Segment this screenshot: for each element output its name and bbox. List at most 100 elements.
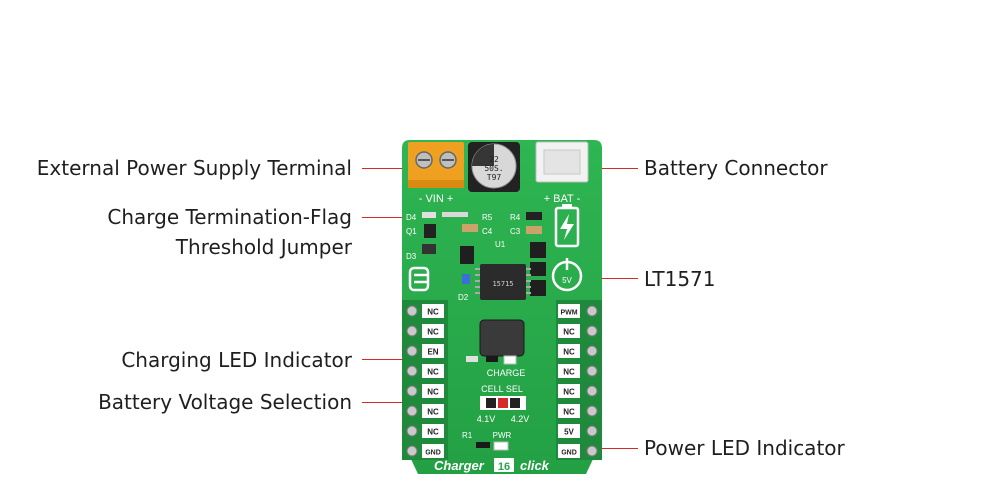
callout-charge-termination-line1: Charge Termination-Flag	[107, 205, 352, 229]
cell-sel-label: CELL SEL	[481, 384, 523, 394]
brand-click: click	[520, 458, 550, 473]
left-pins-pin	[406, 445, 418, 457]
right-pins-label: NC	[563, 388, 575, 397]
left-pins-label: GND	[425, 450, 441, 457]
left-pins-pin	[406, 405, 418, 417]
vin-label: - VIN +	[419, 193, 454, 205]
power-5v-icon	[551, 258, 583, 292]
q1-label: Q1	[406, 227, 417, 236]
r4-resistor	[526, 212, 542, 220]
right-pins-label: NC	[563, 328, 575, 337]
c4-label: C4	[482, 227, 493, 236]
right-pins-label: 5V	[564, 428, 574, 437]
component-right-2	[530, 262, 546, 276]
right-pins-label: GND	[561, 450, 577, 457]
right-pins-label-box	[558, 344, 580, 358]
left-pins-label: NC	[427, 368, 439, 377]
left-pins-label: NC	[427, 388, 439, 397]
pcb-substrate	[402, 140, 602, 474]
right-pins-label-box	[558, 384, 580, 398]
bat-label: + BAT -	[544, 193, 581, 205]
r1-resistor	[476, 442, 490, 448]
callout-lt1571: LT1571	[644, 267, 716, 291]
pwr-label: PWR	[493, 431, 512, 440]
vin-terminal-block	[408, 142, 464, 188]
d2-diode	[462, 274, 470, 284]
left-pins-label-box	[422, 444, 444, 458]
mikroe-logo-icon	[408, 266, 430, 292]
lt1571-chip	[475, 264, 531, 300]
c4-capacitor	[462, 224, 478, 232]
left-pins-pin	[406, 345, 418, 357]
c3-capacitor	[526, 226, 542, 234]
cell-sel-41v: 4.1V	[477, 414, 496, 424]
cap-text-line3: T97	[487, 173, 502, 182]
right-pins-label-box	[558, 424, 580, 438]
right-pins-pin	[586, 305, 598, 317]
main-inductor	[479, 319, 525, 357]
left-pins-label: EN	[427, 348, 438, 357]
left-pins-label: NC	[427, 428, 439, 437]
cell-sel-jumper	[480, 396, 526, 410]
cap-text-line1: 22	[489, 155, 499, 164]
cell-sel-42v: 4.2V	[511, 414, 530, 424]
battery-charging-icon	[554, 204, 580, 248]
right-pins-label-box	[558, 304, 580, 318]
right-pins-label-box	[558, 444, 580, 458]
left-pins-label: NC	[427, 308, 439, 317]
charge-term-jumper	[442, 212, 468, 217]
d4-led	[422, 212, 436, 218]
electrolytic-capacitor	[468, 142, 520, 192]
right-pins-pin	[586, 325, 598, 337]
right-pins-label-box	[558, 324, 580, 338]
c3-label: C3	[510, 227, 521, 236]
q1-transistor	[424, 224, 436, 238]
callout-charging-led-indicator: Charging LED Indicator	[121, 348, 352, 372]
right-pins-pin	[586, 405, 598, 417]
left-pins-label-box	[422, 384, 444, 398]
left-pins-label-box	[422, 404, 444, 418]
right-pins-label: NC	[563, 368, 575, 377]
d4-label: D4	[406, 213, 417, 222]
right-pins-label: PWM	[560, 310, 577, 317]
battery-connector	[535, 141, 589, 183]
left-pins-pin	[406, 425, 418, 437]
right-pins-pin	[586, 385, 598, 397]
charger-16-click-board: - VIN + 22 50S. T97 + BAT - D4 Q1 D3 R5 …	[402, 140, 602, 474]
power-5v-icon-label: 5V	[562, 276, 572, 285]
brand-number: 16	[498, 461, 510, 473]
chip-marking: 15715	[492, 280, 513, 288]
left-pins-pin	[406, 385, 418, 397]
r4-label: R4	[510, 213, 521, 222]
right-pins-label: NC	[563, 348, 575, 357]
brand-name: Charger	[434, 458, 485, 473]
inductor-small	[460, 246, 474, 264]
left-pins-label-box	[422, 304, 444, 318]
cap-text-line2: 50S.	[484, 164, 503, 173]
right-pins-pin	[586, 445, 598, 457]
left-pins-label-box	[422, 324, 444, 338]
right-pins-pin	[586, 365, 598, 377]
right-pins-pin	[586, 425, 598, 437]
callout-power-led-indicator: Power LED Indicator	[644, 436, 845, 460]
brand-number-box	[494, 458, 514, 472]
component-right-1	[530, 242, 546, 258]
callout-charge-termination-line2: Threshold Jumper	[175, 235, 352, 259]
left-pins-label: NC	[427, 408, 439, 417]
left-pins-pin	[406, 325, 418, 337]
right-pins-label-box	[558, 364, 580, 378]
left-pins-label-box	[422, 424, 444, 438]
callout-battery-connector: Battery Connector	[644, 156, 828, 180]
left-pins-pin	[406, 365, 418, 377]
d2-label: D2	[458, 293, 469, 302]
r5-label: R5	[482, 213, 493, 222]
leader-line-external-power	[362, 168, 432, 169]
left-pins-label: NC	[427, 328, 439, 337]
right-pins-label: NC	[563, 408, 575, 417]
callout-battery-voltage-selection: Battery Voltage Selection	[98, 390, 352, 414]
left-pins-label-box	[422, 364, 444, 378]
right-pins-label-box	[558, 404, 580, 418]
right-pins-pin	[586, 345, 598, 357]
charge-label: CHARGE	[487, 368, 526, 378]
left-pins-label-box	[422, 344, 444, 358]
